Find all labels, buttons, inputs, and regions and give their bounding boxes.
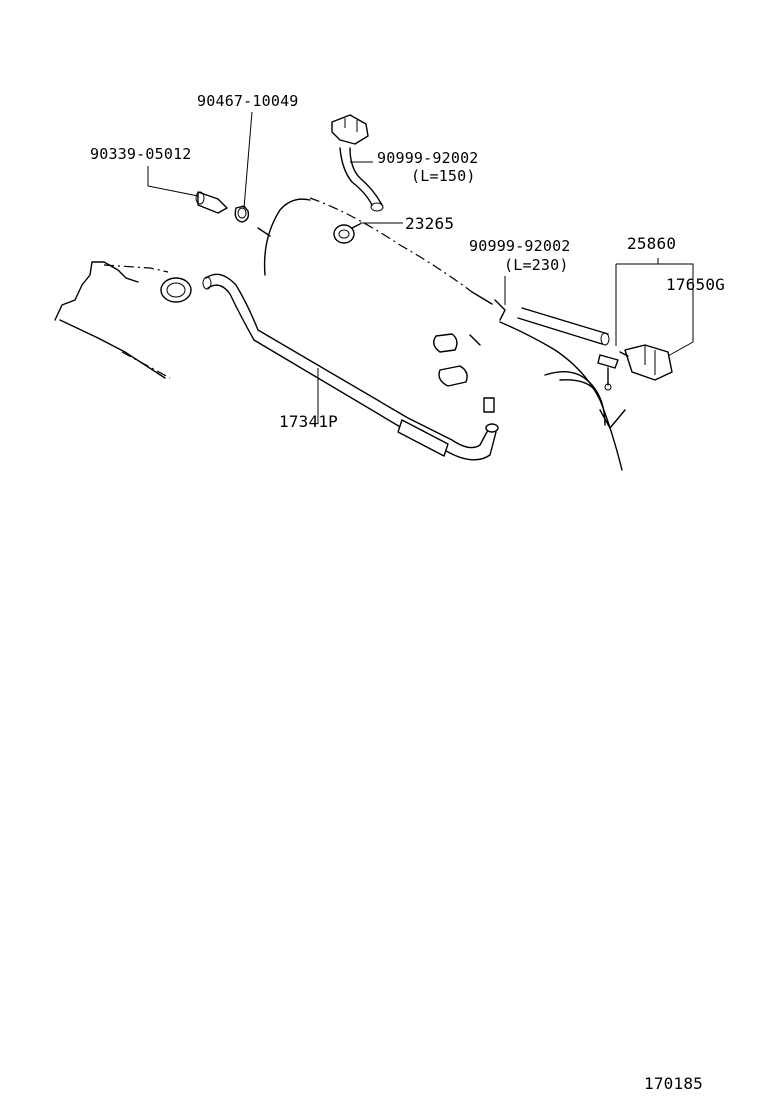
figure-code: 170185 [644, 1074, 703, 1093]
clamp-ring [160, 277, 192, 303]
label-17341p: 17341P [279, 412, 338, 431]
vsv-upper [331, 114, 369, 145]
leader-lines [147, 111, 694, 424]
clamp-90467 [234, 205, 250, 223]
valve-23265 [333, 223, 361, 244]
label-25860: 25860 [627, 234, 677, 253]
label-90467-10049: 90467-10049 [197, 92, 299, 110]
intake-outline [257, 197, 626, 471]
label-length-230: (L=230) [504, 256, 569, 274]
elbow-fittings [433, 333, 495, 413]
vsv-17650g [619, 344, 673, 381]
engine-outline [54, 261, 171, 379]
label-90999-92002-lower: 90999-92002 [469, 237, 571, 255]
label-17650g: 17650G [666, 275, 725, 294]
label-90339-05012: 90339-05012 [90, 145, 192, 163]
pipe-17341p [202, 273, 499, 461]
label-length-150: (L=150) [411, 167, 476, 185]
label-23265: 23265 [405, 214, 455, 233]
hose-L230 [517, 307, 610, 346]
bracket-25860 [597, 354, 619, 391]
hose-90339 [195, 191, 228, 214]
label-90999-92002-upper: 90999-92002 [377, 149, 479, 167]
hose-L150 [339, 147, 384, 212]
